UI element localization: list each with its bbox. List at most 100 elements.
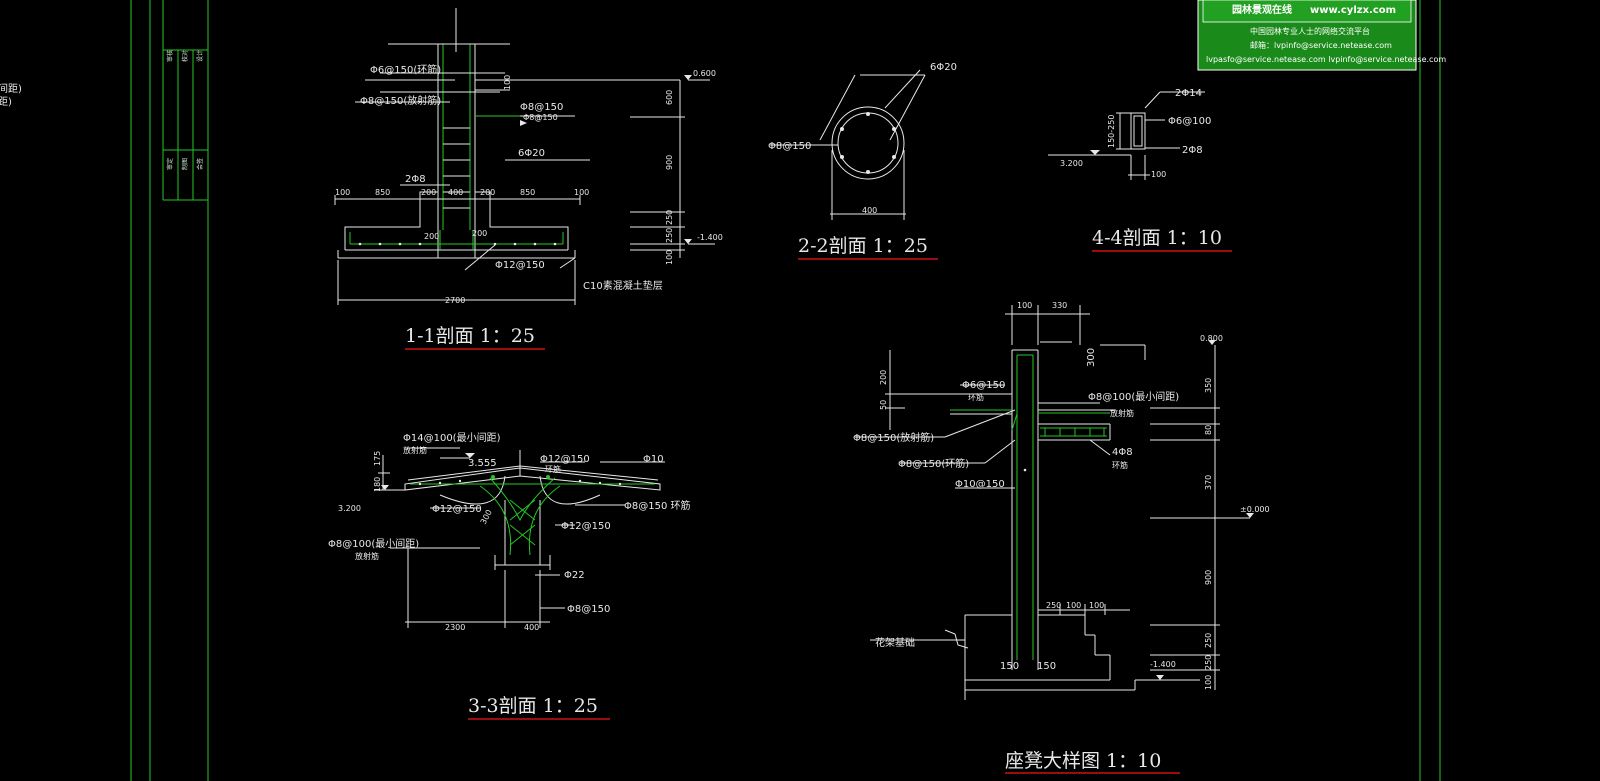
s2-width: 400	[862, 206, 877, 215]
bench-bar2-sub: 放射筋	[1110, 408, 1134, 418]
bench-dim-top-1: 100	[1017, 301, 1032, 310]
s2-main-bar-label: 6Φ20	[930, 62, 957, 73]
s3-bar1-label: Φ14@100(最小间距)	[403, 431, 501, 444]
logo-site-name: 园林景观在线	[1232, 3, 1292, 16]
s3-title: 3-3剖面 1：25	[468, 695, 598, 717]
bench-bar3-label: Φ8@150(放射筋)	[853, 431, 934, 444]
bench-detail	[855, 305, 1254, 700]
s4-title: 4-4剖面 1：10	[1092, 227, 1222, 249]
s3-bar2-label: Φ12@150	[540, 454, 590, 465]
section-3-3	[375, 447, 665, 628]
s3-bar7-sub: 放射筋	[355, 551, 379, 561]
s2-stirrup-label: Φ8@150	[768, 141, 811, 152]
bench-bar2-label: Φ8@100(最小间距)	[1088, 390, 1179, 403]
s1-cushion-label: C10素混凝土垫层	[583, 279, 663, 292]
bench-dim-100b: 100	[1089, 601, 1104, 610]
sheet-frame	[130, 0, 1441, 781]
bench-dim-250: 250	[1046, 601, 1061, 610]
s4-height: 150-250	[1107, 115, 1116, 148]
s4-bot-bar-label: 2Φ8	[1182, 145, 1203, 156]
logo-slogan: 中国园林专业人士的网络交流平台	[1250, 26, 1370, 36]
bench-bar1-label: Φ6@150	[962, 380, 1005, 391]
s1-dim-top-3: 200	[421, 188, 436, 197]
bench-dim-right-5: 250	[1204, 633, 1213, 648]
title-block: 审核 校对 设计 审定 制图 会签	[166, 50, 204, 170]
s1-elev-top: 0.600	[693, 69, 716, 78]
s1-dim-right-3: 250	[665, 210, 674, 225]
s3-dim-b: 180	[373, 477, 382, 492]
s1-bottom-bar-label: Φ12@150	[495, 260, 545, 271]
s1-dim-200a: 200	[424, 232, 439, 241]
s1-bar-2-label: 2Φ8	[405, 174, 426, 185]
s3-dim-a: 175	[373, 451, 382, 466]
bench-dim-300: 300	[1086, 348, 1097, 367]
bench-dim-100a: 100	[1066, 601, 1081, 610]
s3-bar4-label: Φ12@150	[432, 504, 482, 515]
s2-title: 2-2剖面 1：25	[798, 235, 928, 257]
bench-elev-bot: -1.400	[1150, 660, 1176, 669]
bench-dim-top-2: 330	[1052, 301, 1067, 310]
s4-width: 100	[1151, 170, 1166, 179]
s1-dim-right-1: 600	[665, 90, 674, 105]
section-2-2	[770, 69, 926, 220]
bench-dim-right-6: 250	[1204, 655, 1213, 670]
s3-dim-col: 400	[524, 623, 539, 632]
title-cell-5: 制图	[181, 158, 189, 170]
bench-dim-left-1: 200	[879, 370, 888, 385]
s3-bar6-label: Φ12@150	[561, 521, 611, 532]
title-cell-2: 校对	[181, 50, 189, 62]
s3-bar5-label: Φ8@150 环筋	[624, 499, 691, 512]
bench-elev-zero: ±0.000	[1240, 505, 1270, 514]
s1-bar-a-label: Φ8@150	[520, 102, 563, 113]
s1-dim-top-5: 200	[480, 188, 495, 197]
section-4-4	[1048, 91, 1205, 180]
s1-dim-total: 2700	[445, 296, 465, 305]
s3-bar3-label: Φ10	[643, 454, 664, 465]
s1-dim-top-7: 100	[574, 188, 589, 197]
s4-top-bar-label: 2Φ14	[1175, 88, 1202, 99]
bench-dim-150b: 150	[1037, 661, 1056, 672]
s4-stirrup-label: Φ6@100	[1168, 116, 1211, 127]
bench-bar1-sub: 环筋	[968, 392, 984, 402]
title-cell-6: 会签	[196, 158, 204, 170]
left-edge-text-1: 间距)	[0, 82, 22, 95]
s1-dim-right-2: 900	[665, 155, 674, 170]
logo-footer: lvpasfo@service.netease.com lvpinfo@serv…	[1206, 55, 1446, 64]
s1-dim-small: 100	[503, 75, 512, 90]
title-cell-1: 审核	[166, 50, 174, 62]
s3-bar8-label: Φ22	[564, 570, 585, 581]
logo-email: 邮箱：lvpinfo@service.netease.com	[1250, 40, 1392, 50]
s1-dim-200b: 200	[472, 229, 487, 238]
bench-dim-right-3: 370	[1204, 475, 1213, 490]
bench-bar6-label: Φ10@150	[955, 479, 1005, 490]
s1-dim-right-4: 250	[665, 228, 674, 243]
s3-bar2-sub: 环筋	[545, 464, 561, 474]
s3-dim-span: 2300	[445, 623, 465, 632]
s1-radial-bar-label: Φ8@150(放射筋)	[360, 94, 441, 107]
s1-dim-top-4: 400	[448, 188, 463, 197]
logo-box: 园林景观在线 www.cylzx.com 中国园林专业人士的网络交流平台 邮箱：…	[1197, 0, 1446, 71]
bench-dim-right-2: 80	[1204, 425, 1213, 435]
s1-title: 1-1剖面 1：25	[405, 325, 535, 347]
s3-elev-left: 3.200	[338, 504, 361, 513]
s3-elev-top: 3.555	[468, 458, 497, 469]
bench-dim-left-2: 50	[879, 400, 888, 410]
bench-bar4-label: Φ8@150(环筋)	[898, 457, 969, 470]
s4-elev: 3.200	[1060, 159, 1083, 168]
s1-main-bar-label: 6Φ20	[518, 148, 545, 159]
bench-dim-right-7: 100	[1204, 675, 1213, 690]
s1-dim-top-2: 850	[375, 188, 390, 197]
s1-dim-right-5: 100	[665, 250, 674, 265]
logo-site-url: www.cylzx.com	[1310, 5, 1396, 16]
bench-bar5-sub: 环筋	[1112, 460, 1128, 470]
bench-elev-top: 0.800	[1200, 334, 1223, 343]
bench-dim-right-1: 350	[1204, 378, 1213, 393]
bench-dim-right-4: 900	[1204, 570, 1213, 585]
s1-dim-top-1: 100	[335, 188, 350, 197]
left-edge-text-2: 距)	[0, 96, 12, 108]
s3-bar9-label: Φ8@150	[567, 604, 610, 615]
s1-bar-a-sub: Φ8@150	[523, 113, 558, 122]
bench-bar5-label: 4Φ8	[1112, 447, 1133, 458]
